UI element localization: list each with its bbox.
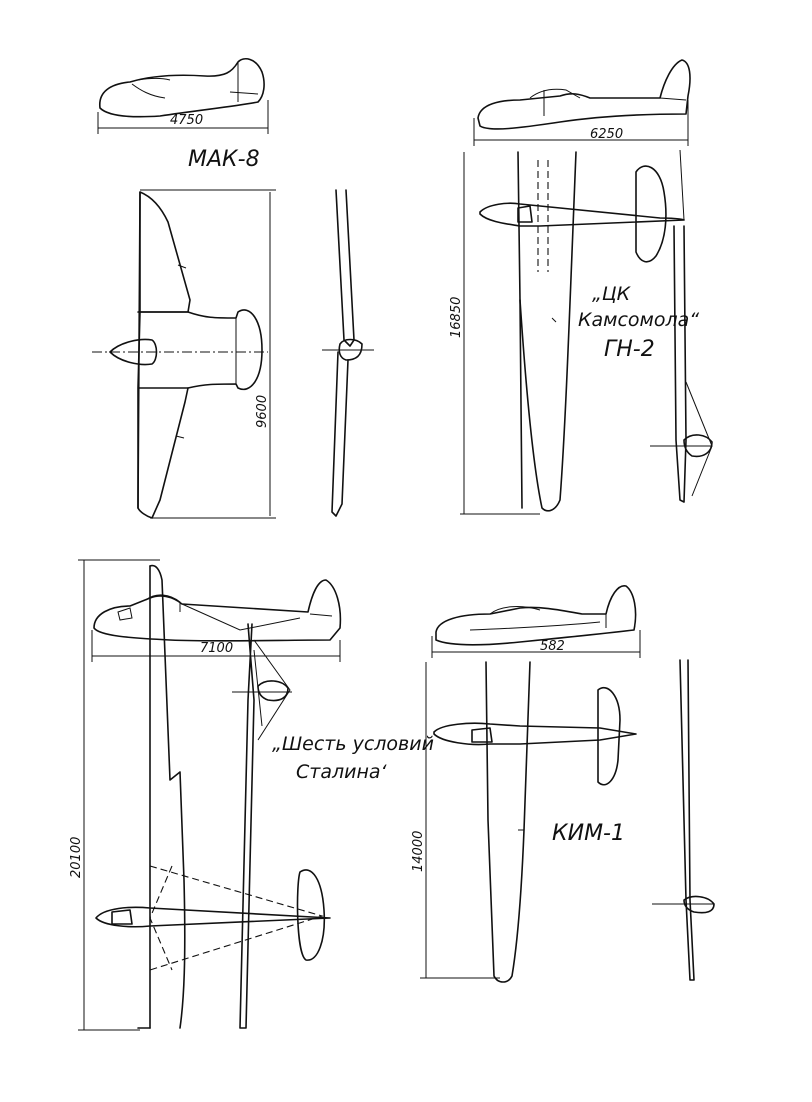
stalin-side-view [93, 579, 342, 642]
kim1-plan-view [433, 661, 637, 983]
stalin-drawing: 20100 7100 „Шесть условий Сталина‘ [69, 559, 434, 1031]
mak8-length-dim: 4750 [170, 113, 203, 128]
mak8-name: МАК-8 [188, 147, 260, 172]
stalin-front-view [232, 623, 292, 1029]
kim1-length-dim: 582 [540, 639, 565, 654]
gn2-plan-view [479, 149, 685, 512]
gn2-front-view [650, 225, 713, 503]
stalin-span-dim: 20100 [69, 837, 84, 878]
kim1-span-dim: 14000 [411, 831, 426, 872]
mak8-plan-view [92, 191, 268, 519]
gn2-length-dim: 6250 [590, 127, 623, 142]
mak8-front-view [322, 189, 374, 517]
stalin-name-line1: „Шесть условий [272, 733, 434, 755]
gn2-name-line3: ГН-2 [604, 337, 655, 362]
gn2-name-line1: „ЦК [592, 283, 632, 305]
gn2-side-view [477, 59, 691, 130]
stalin-length-dim: 7100 [200, 641, 233, 656]
kim1-drawing: 582 14000 КИМ-1 [411, 585, 715, 983]
mak8-span-dim: 9600 [255, 395, 270, 428]
kim1-name: КИМ-1 [552, 821, 625, 846]
gn2-drawing: 6250 16850 „ЦК Камсомола“ ГН-2 [449, 59, 713, 515]
stalin-plan-view [95, 564, 331, 1029]
mak8-side-view [99, 58, 265, 118]
kim1-front-view [652, 659, 715, 981]
kim1-side-view [435, 585, 637, 646]
stalin-name-line2: Сталина‘ [296, 761, 388, 783]
gn2-name-line2: Камсомола“ [578, 309, 699, 331]
gn2-span-dim: 16850 [449, 297, 464, 338]
mak8-drawing: 4750 МАК-8 9600 [92, 58, 374, 519]
